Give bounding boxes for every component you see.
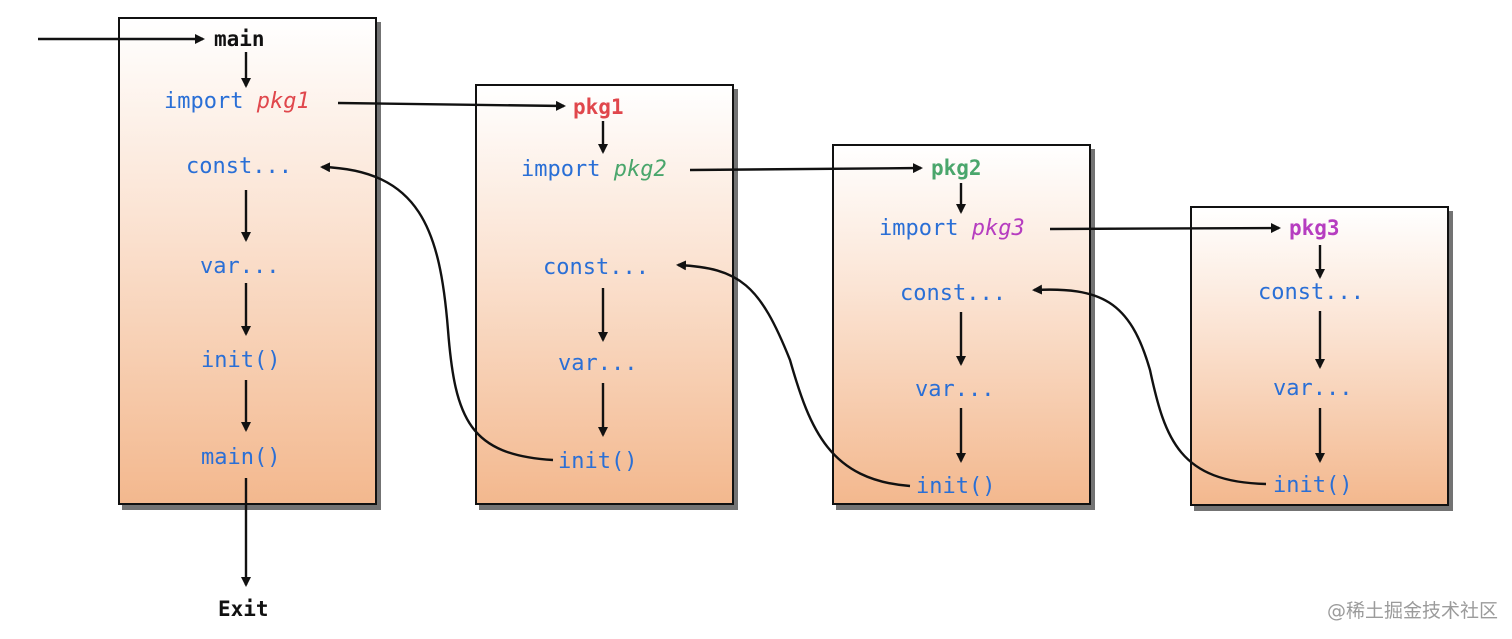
exit-label: Exit [218,597,269,621]
pkg3-init: init() [1273,473,1353,498]
pkg2-header: pkg2 [931,156,982,180]
pkg1-import-line: import pkg2 [521,157,667,183]
import-pkg1-name: pkg1 [256,89,310,114]
return-pkg1-to-main [320,162,554,462]
import-keyword: import [164,89,244,114]
pkg2-import-line: import pkg3 [879,216,1025,242]
main-init: init() [201,348,281,373]
import-pkg2-name: pkg2 [613,157,667,182]
watermark: @稀土掘金技术社区 [1326,600,1498,622]
main-const: const... [186,154,292,179]
pkg3-const: const... [1258,280,1364,305]
pkg2-const: const... [900,281,1006,306]
import-pkg3-name: pkg3 [971,216,1025,241]
pkg3-header: pkg3 [1289,216,1340,240]
import-keyword: import [521,157,601,182]
main-call: main() [201,445,281,470]
main-import-line: import pkg1 [164,89,310,115]
pkg1-const: const... [543,255,649,280]
pkg3-var: var... [1273,376,1353,401]
import-pkg1-arrow [337,100,566,111]
import-keyword: import [879,216,959,241]
return-pkg2-to-pkg1 [676,260,911,488]
main-header: main [214,27,265,51]
import-pkg3-arrow [1049,223,1281,234]
return-pkg3-to-pkg2 [1032,284,1267,486]
pkg2-init: init() [916,474,996,499]
import-pkg2-arrow [689,163,923,174]
pkg2-var: var... [915,377,995,402]
pkg1-header: pkg1 [573,95,624,119]
main-var: var... [200,254,280,279]
pkg1-var: var... [558,351,638,376]
pkg1-init: init() [558,449,638,474]
